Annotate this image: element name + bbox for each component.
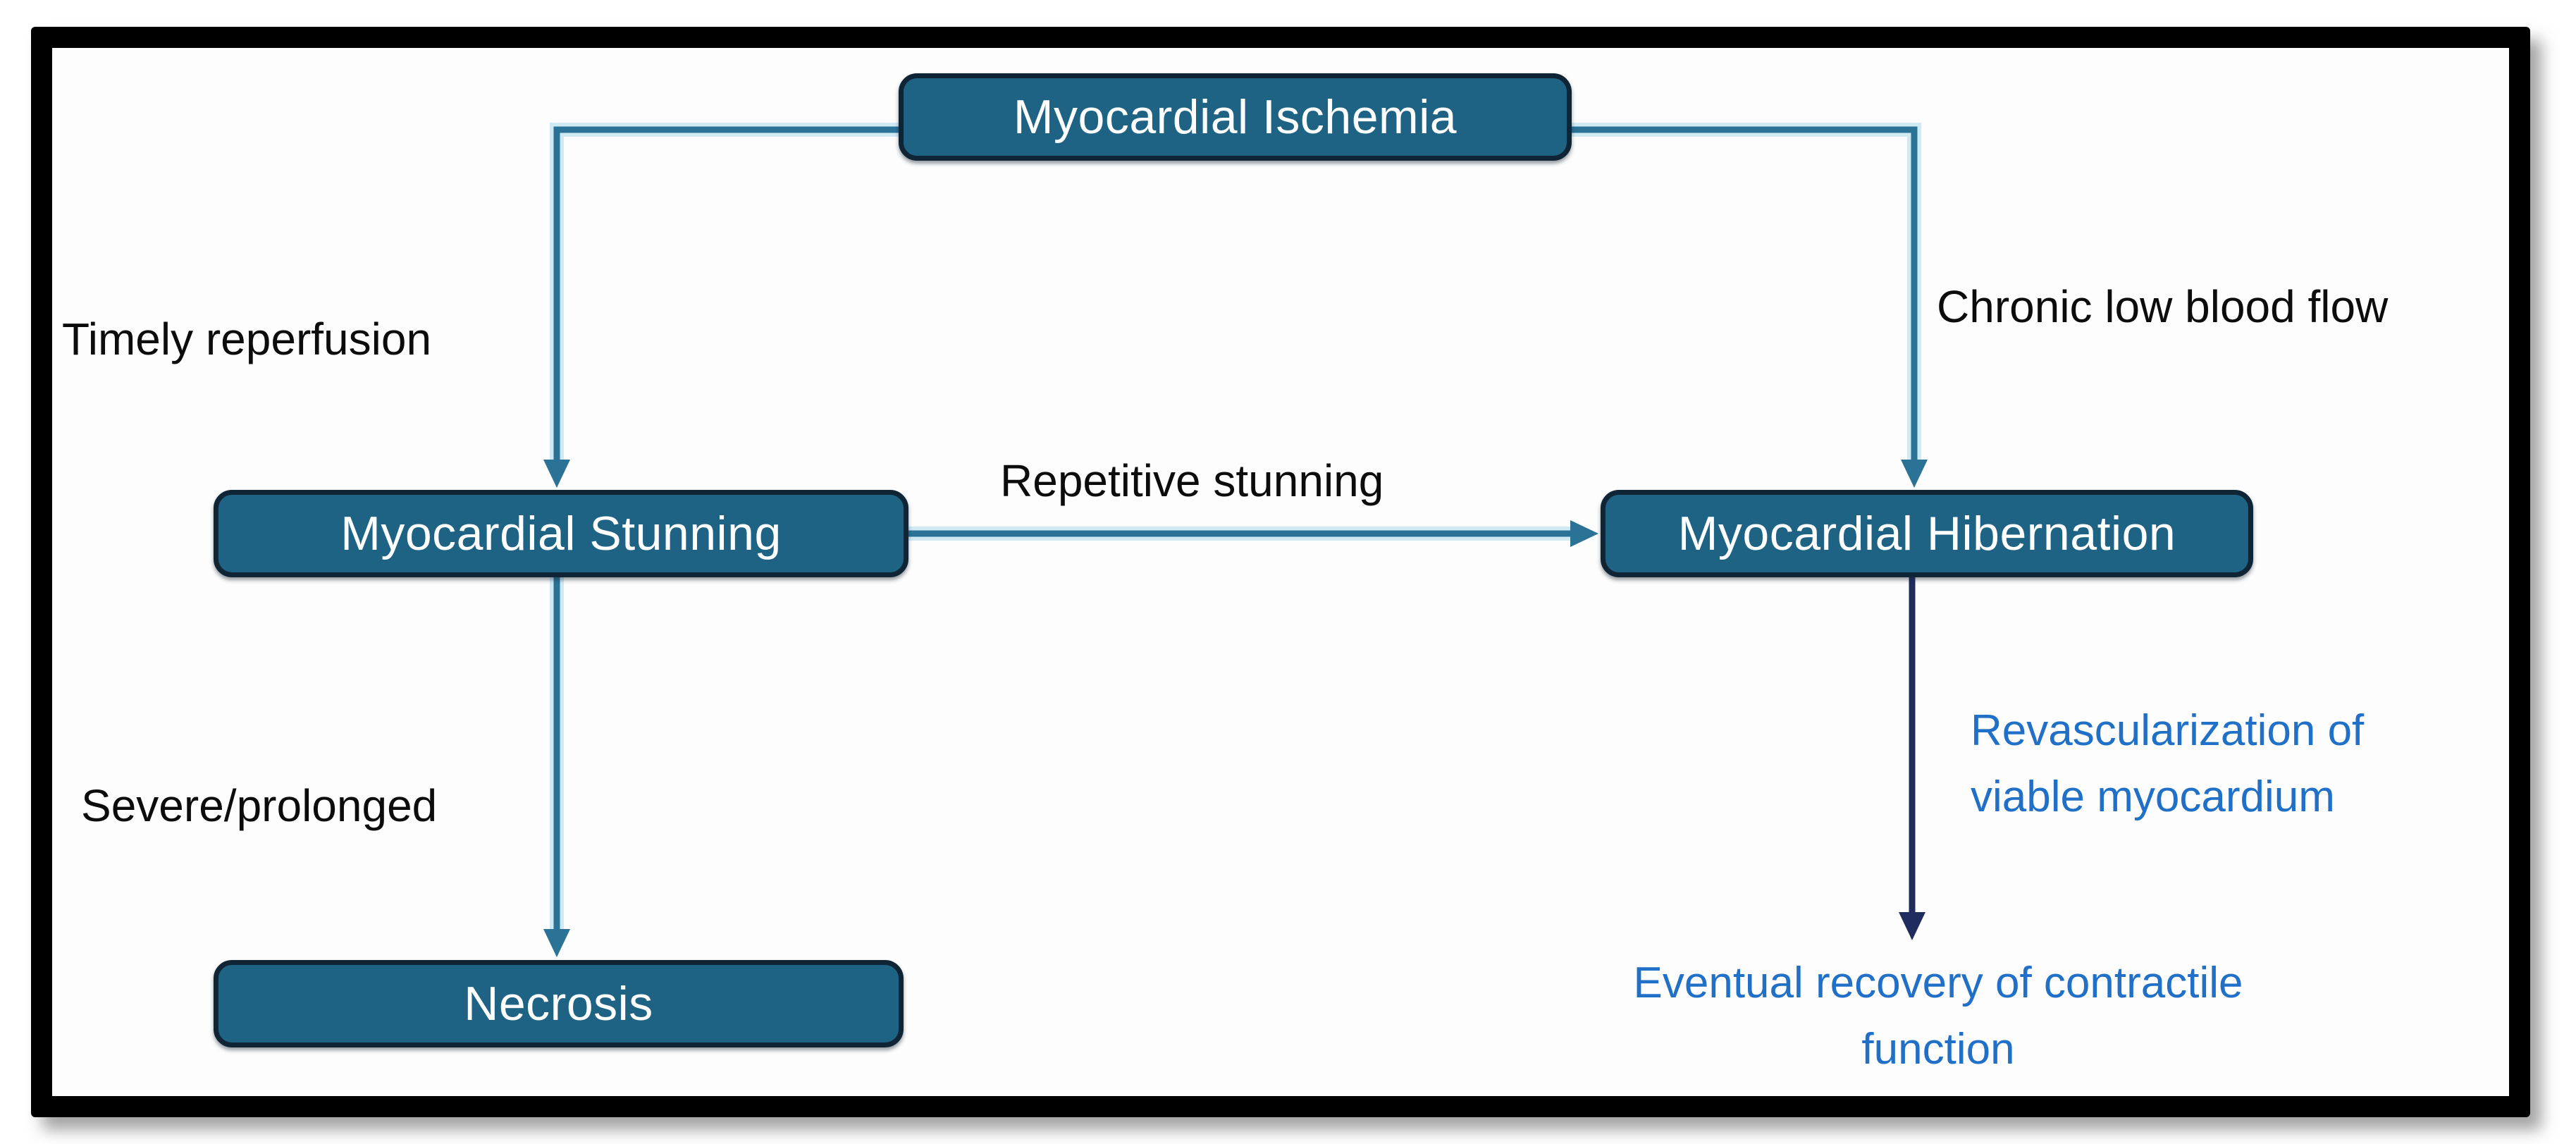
arrow-ischemia-to-stunning [553, 126, 899, 461]
node-label: Necrosis [464, 977, 653, 1031]
node-myocardial-hibernation: Myocardial Hibernation [1601, 490, 2253, 577]
arrow-ischemia-to-hibernation [1572, 126, 1918, 461]
node-label: Myocardial Stunning [340, 507, 782, 560]
edge-label-timely-reperfusion: Timely reperfusion [62, 314, 432, 364]
node-necrosis: Necrosis [214, 960, 904, 1047]
arrowhead-down-icon [1901, 460, 1928, 488]
arrowhead-right-icon [1570, 520, 1598, 547]
edge-label-revascularization: Revascularization of viable myocardium [1971, 698, 2364, 830]
halo-ischemia-to-hibernation [1572, 123, 1921, 461]
edge-label-line: viable myocardium [1971, 773, 2335, 821]
node-label: Myocardial Ischemia [1013, 90, 1458, 144]
edge-label-line: Revascularization of [1971, 706, 2365, 755]
outcome-label-line: function [1861, 1025, 2015, 1074]
edge-label-severe-prolonged: Severe/prolonged [81, 780, 438, 831]
node-label: Myocardial Hibernation [1677, 507, 2176, 560]
edge-label-chronic-low-blood-flow: Chronic low blood flow [1937, 281, 2389, 332]
halo-ischemia-to-stunning [550, 123, 899, 461]
node-myocardial-ischemia: Myocardial Ischemia [899, 73, 1572, 161]
outcome-label-eventual-recovery: Eventual recovery of contractile functio… [1543, 950, 2333, 1083]
arrowhead-down-icon [543, 460, 570, 488]
arrowhead-down-icon [543, 929, 570, 957]
node-myocardial-stunning: Myocardial Stunning [214, 490, 908, 577]
edge-label-repetitive-stunning: Repetitive stunning [1000, 455, 1384, 506]
outcome-label-line: Eventual recovery of contractile [1633, 959, 2243, 1007]
arrowhead-down-icon [1899, 912, 1925, 940]
